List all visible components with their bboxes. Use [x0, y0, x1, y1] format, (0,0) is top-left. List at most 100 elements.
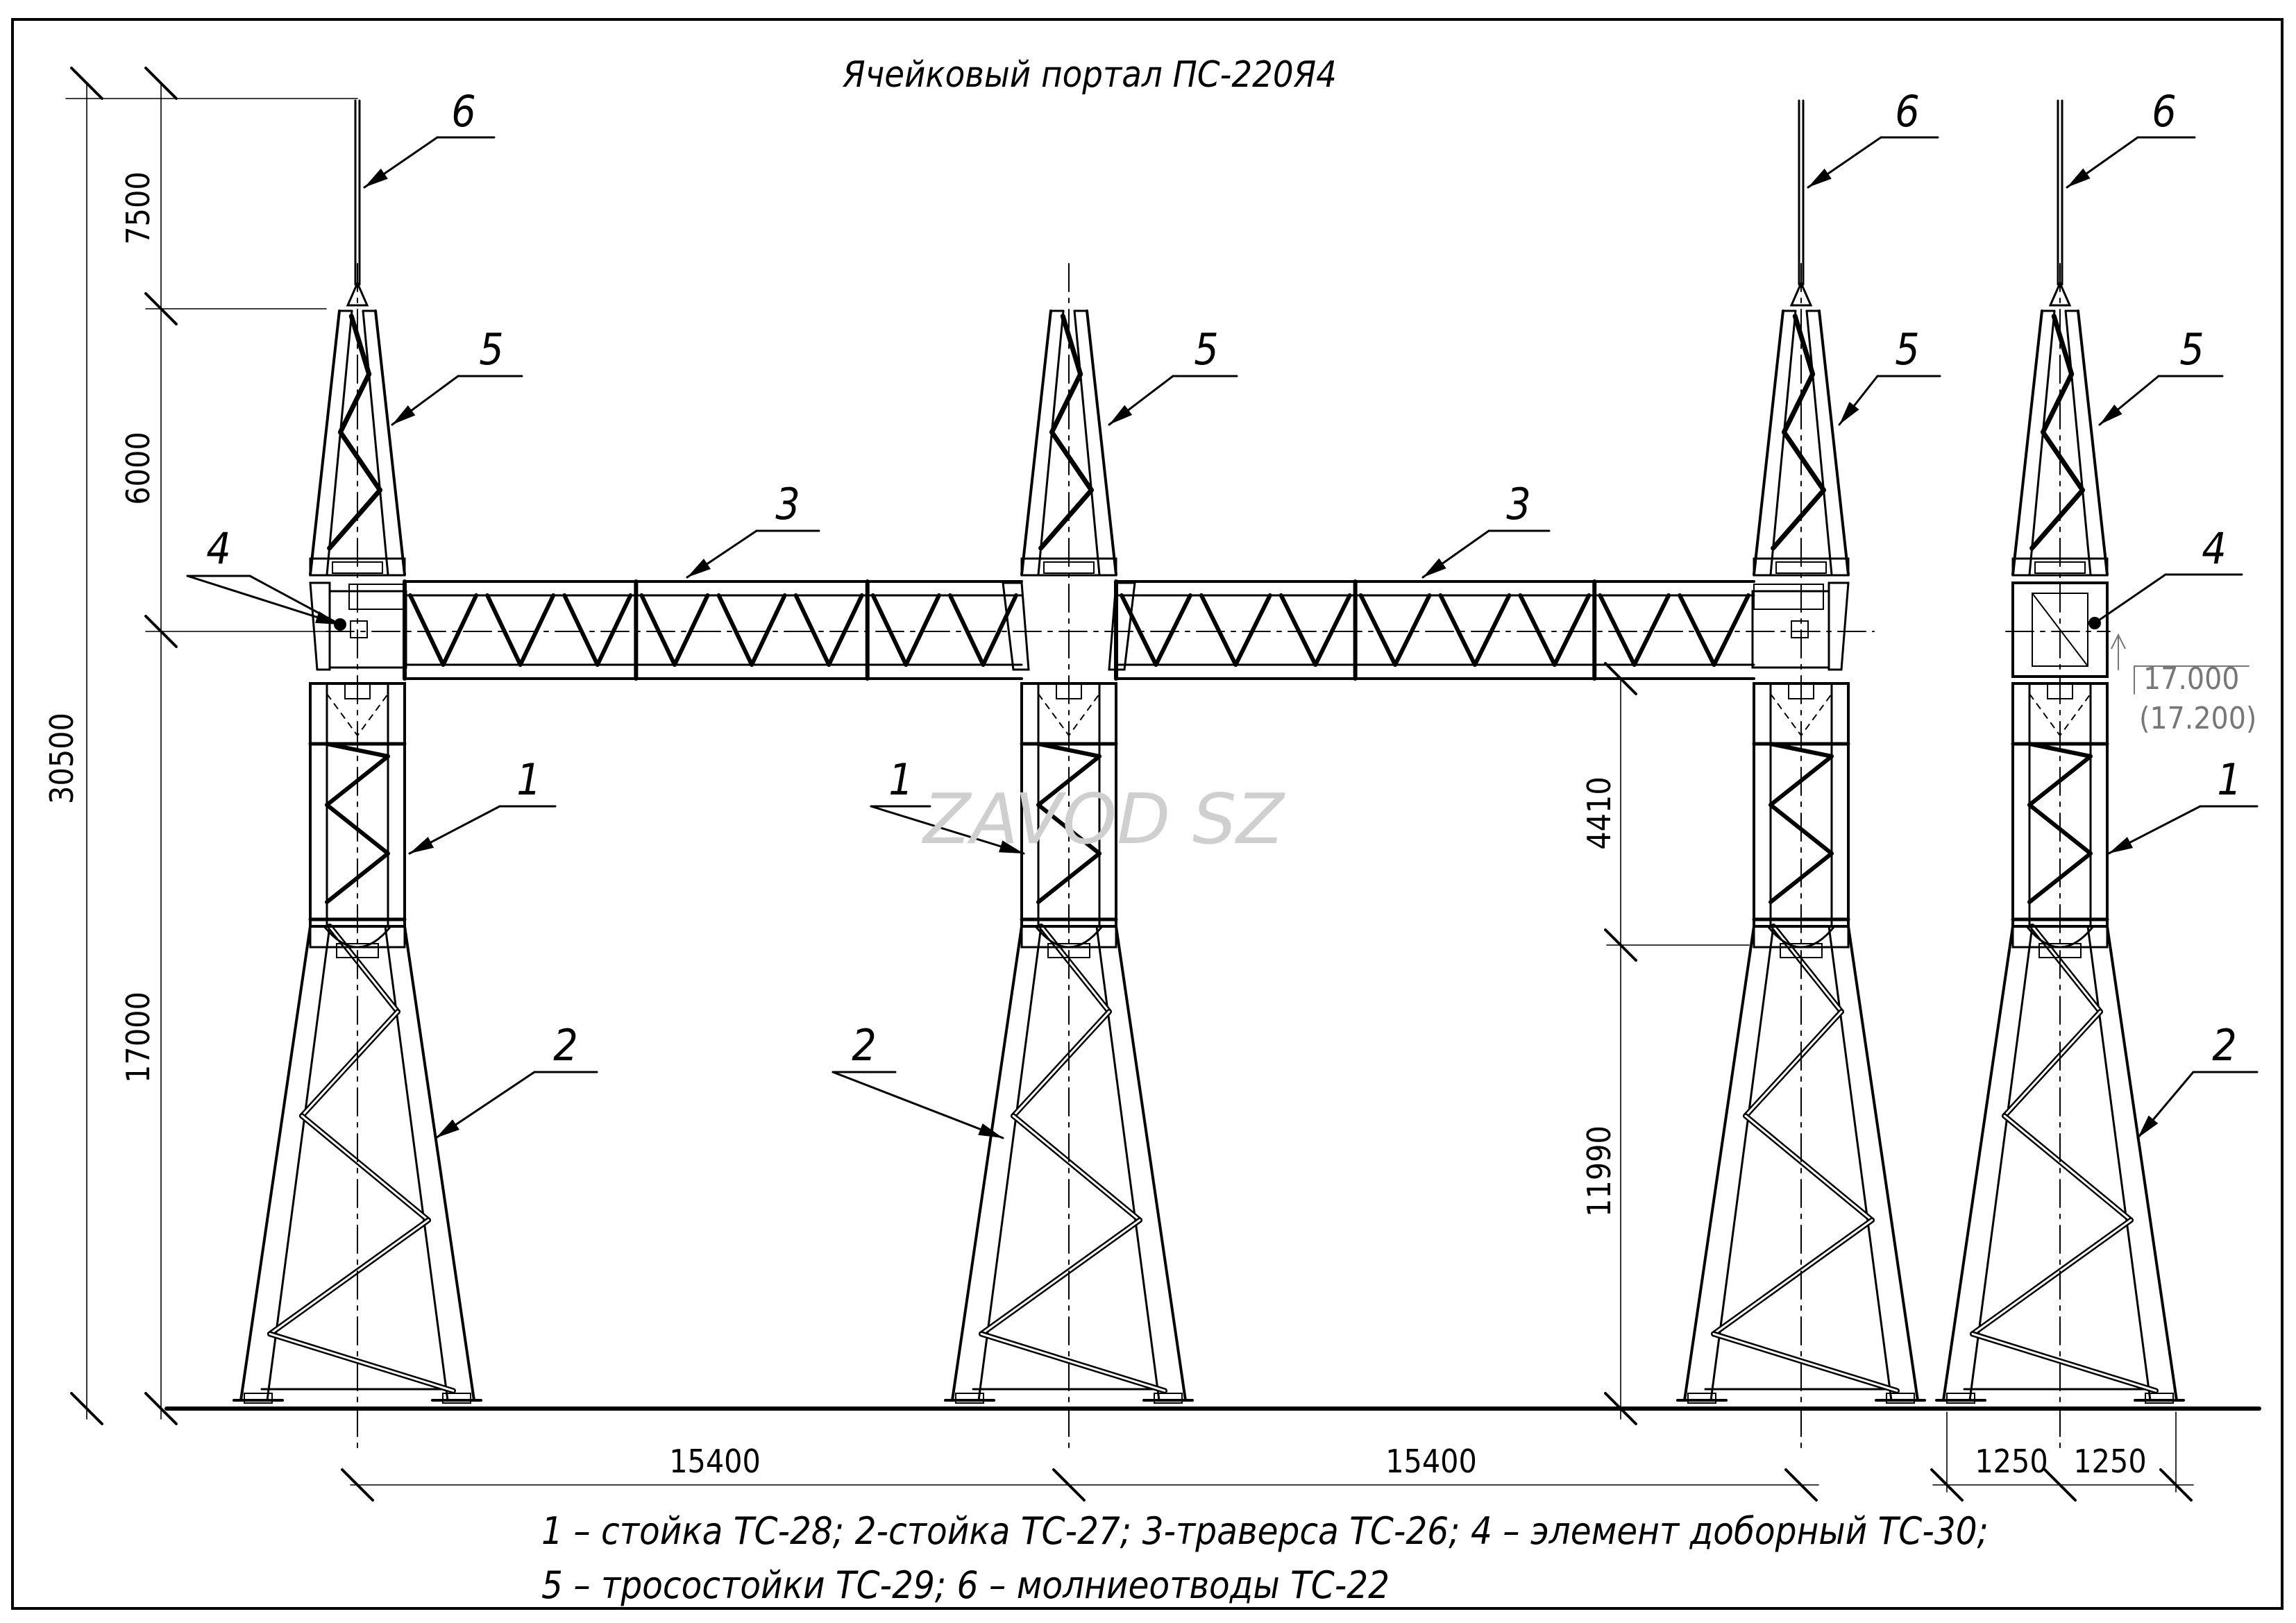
- callout-3-left: 3: [775, 479, 800, 529]
- lower-leg-left-outer: [1683, 925, 1755, 1402]
- cable-post-brace: [327, 487, 382, 551]
- beam-end-plate: [1753, 584, 1824, 610]
- beam-diagonal: [1313, 593, 1352, 667]
- lower-leg-right-outer: [1847, 925, 1919, 1402]
- cable-post-inner: [1769, 309, 1797, 576]
- cable-post-outer: [2077, 309, 2109, 576]
- dim-arrester: 7500: [119, 171, 157, 244]
- callout-4-side: 4: [2202, 523, 2226, 574]
- legend-line-2: 5 – тросостойки ТС-29; 6 – молниеотводы …: [541, 1563, 1390, 1607]
- cable-post-inner: [2064, 309, 2092, 576]
- dim-upper-to-beam: 4410: [1580, 776, 1618, 849]
- lower-leg-left-inner: [266, 925, 331, 1402]
- cable-post-brace: [1038, 487, 1094, 551]
- leader-line: [2093, 573, 2167, 624]
- dim-tick: [341, 1468, 374, 1502]
- cable-post-brace: [1049, 371, 1083, 435]
- lower-brace: [1012, 1010, 1111, 1117]
- dim-tick: [1784, 1468, 1818, 1502]
- base-shoe: [244, 1393, 273, 1404]
- traverse-beam: [1114, 579, 1755, 681]
- node-bolt: [1791, 620, 1809, 638]
- base-shoe: [1154, 1393, 1183, 1404]
- cable-post-inner: [2028, 309, 2056, 576]
- column: [1935, 99, 2185, 1404]
- beam-diagonal: [672, 593, 710, 667]
- cable-post-inner: [362, 309, 389, 576]
- beam-diagonal: [408, 593, 446, 667]
- leader-arrow: [2067, 168, 2091, 187]
- leader-line: [186, 575, 341, 626]
- dim-half-base-left: 1250: [1975, 1443, 2048, 1480]
- joint-gusset: [2025, 926, 2095, 949]
- beam-diagonal: [1438, 593, 1477, 667]
- traverse-beam: [403, 579, 1023, 681]
- lower-leg-left-outer: [239, 925, 312, 1402]
- lower-brace: [1744, 1114, 1873, 1221]
- callout-1-side: 1: [2217, 754, 2241, 805]
- leader-arrow: [1109, 405, 1133, 425]
- cable-post-outer: [374, 309, 406, 576]
- cable-post-outer: [1753, 309, 1784, 576]
- elevation-bottom: (17.200): [2139, 701, 2256, 736]
- beam-diagonal: [793, 593, 832, 667]
- dim-half-base-right: 1250: [2073, 1443, 2146, 1480]
- beam-diagonal: [1199, 593, 1238, 667]
- leader-line: [870, 805, 1025, 855]
- lightning-rod-tip-base: [2048, 280, 2072, 307]
- beam-diagonal: [518, 593, 556, 667]
- dim-span-right: 15400: [1385, 1443, 1477, 1480]
- dimension-lines: [65, 67, 2249, 1502]
- dim-tick: [70, 1392, 103, 1425]
- lower-brace: [1772, 925, 1843, 1013]
- cable-post-brace: [1060, 314, 1083, 377]
- leader-arrow: [392, 405, 416, 425]
- lower-brace: [1712, 1218, 1873, 1335]
- lower-brace: [1040, 925, 1111, 1013]
- lower-brace: [1971, 1332, 2157, 1392]
- leader-arrow: [436, 1119, 459, 1138]
- cable-post-inner: [1073, 309, 1101, 576]
- callout-2-center: 2: [852, 1020, 876, 1071]
- beam-diagonal: [595, 593, 633, 667]
- beam-diagonal: [870, 593, 909, 667]
- lower-brace: [980, 1218, 1141, 1335]
- cable-post-brace: [1792, 314, 1816, 377]
- dim-total-height: 30500: [43, 713, 81, 804]
- cable-post-inner: [326, 309, 353, 576]
- beam-diagonal: [1233, 593, 1272, 667]
- cable-post-outer: [309, 309, 341, 576]
- lower-brace: [1971, 1218, 2132, 1335]
- beam-diagonal: [904, 593, 941, 667]
- leader-arrow: [364, 168, 388, 187]
- beam-diagonal: [485, 593, 523, 667]
- beam-diagonal: [1278, 593, 1318, 667]
- node-plate: [1751, 590, 1830, 669]
- dim-tick: [2043, 1468, 2077, 1502]
- leader-arrow: [2138, 1115, 2159, 1138]
- joint-gusset: [1766, 926, 1836, 949]
- lower-brace: [980, 1332, 1166, 1392]
- node-bolt: [350, 620, 368, 638]
- lower-leg-right-outer: [403, 925, 475, 1402]
- dim-tick: [144, 67, 178, 100]
- lower-brace: [1744, 1010, 1843, 1117]
- lower-leg-left-outer: [951, 925, 1023, 1402]
- dim-cable-post: 6000: [119, 432, 157, 504]
- beam-diagonal: [1632, 593, 1671, 667]
- dim-lower-to-joint: 11990: [1580, 1125, 1618, 1217]
- lower-leg-right-outer: [2106, 925, 2178, 1402]
- beam-diagonal: [639, 593, 677, 667]
- beam-diagonal: [947, 593, 986, 667]
- callout-5-center: 5: [1194, 324, 1218, 375]
- lower-brace: [269, 1332, 455, 1392]
- lightning-rod-tip-base: [1789, 280, 1813, 307]
- lower-brace: [2003, 1114, 2132, 1221]
- cable-post-brace: [1781, 371, 1816, 435]
- beam-diagonal: [1678, 593, 1716, 667]
- watermark: ZAVOD SZ: [921, 779, 1285, 860]
- node-element: [1827, 581, 1850, 671]
- cable-post-brace: [1781, 430, 1826, 493]
- dim-tick: [144, 1392, 178, 1425]
